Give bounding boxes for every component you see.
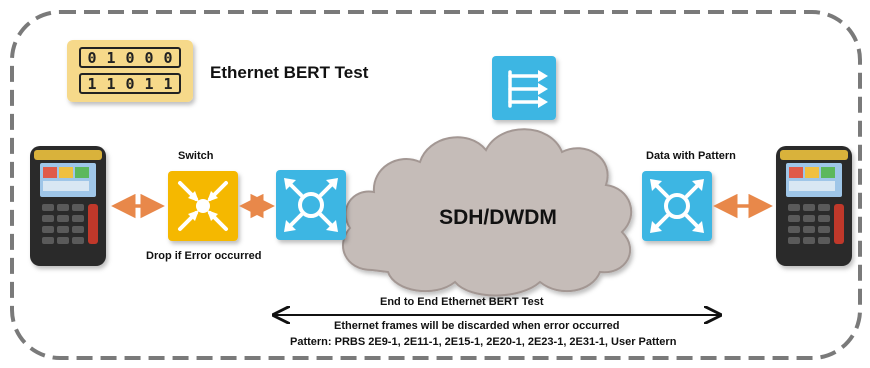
switch-icon xyxy=(168,171,238,241)
cloud-label: SDH/DWDM xyxy=(439,206,557,229)
mux-icon xyxy=(492,56,556,120)
page-title: Ethernet BERT Test xyxy=(210,63,369,82)
router-icon-left xyxy=(276,170,346,240)
data-pattern-label: Data with Pattern xyxy=(646,150,736,162)
bit-r2-3: 1 xyxy=(144,75,153,93)
tester-device-icon-left xyxy=(30,146,106,266)
bit-r2-1: 1 xyxy=(106,75,115,93)
bit-r1-0: 0 xyxy=(87,49,96,67)
bit-r1-4: 0 xyxy=(163,49,172,67)
bit-r2-2: 0 xyxy=(125,75,134,93)
end-to-end-label: End to End Ethernet BERT Test xyxy=(380,296,544,308)
discard-label: Ethernet frames will be discarded when e… xyxy=(334,320,620,332)
bit-r2-0: 1 xyxy=(87,75,96,93)
switch-label: Switch xyxy=(178,150,214,162)
binary-icon xyxy=(67,40,193,102)
cloud-icon xyxy=(342,128,633,297)
tester-device-icon-right xyxy=(776,146,852,266)
binary-digits: 0 1 0 0 0 1 1 0 1 1 xyxy=(87,49,172,93)
dashed-border xyxy=(10,10,862,360)
bit-r1-1: 1 xyxy=(106,49,115,67)
drop-label: Drop if Error occurred xyxy=(146,250,262,262)
bit-r1-2: 0 xyxy=(125,49,134,67)
bit-r2-4: 1 xyxy=(163,75,172,93)
pattern-label: Pattern: PRBS 2E9-1, 2E11-1, 2E15-1, 2E2… xyxy=(290,336,677,348)
bit-r1-3: 0 xyxy=(144,49,153,67)
router-icon-right xyxy=(642,171,712,241)
